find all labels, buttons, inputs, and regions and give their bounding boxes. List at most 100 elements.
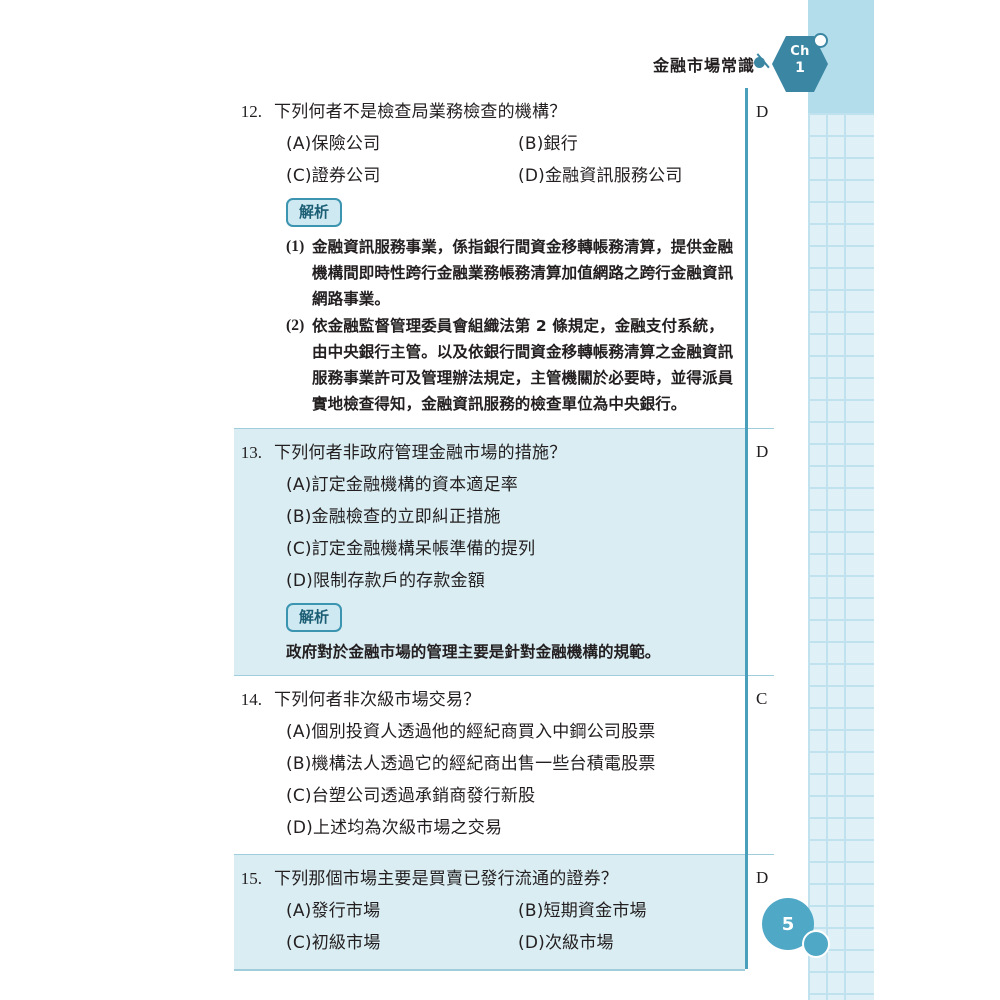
option-item[interactable]: (C)台塑公司透過承銷商發行新股	[286, 786, 536, 806]
decorative-grid-cell	[828, 863, 844, 883]
option-item[interactable]: (B)金融檢查的立即糾正措施	[286, 507, 501, 527]
question-stem-row: 15.下列那個市場主要是買賣已發行流通的證券？	[234, 863, 734, 895]
decorative-grid-cell	[810, 203, 826, 223]
option-item[interactable]: (D)上述均為次級市場之交易	[286, 818, 503, 838]
explanation-badge: 解析	[286, 198, 343, 227]
option-row: (C)訂定金融機構呆帳準備的提列	[286, 533, 734, 565]
decorative-grid-cell	[810, 863, 826, 883]
decorative-grid-cell	[810, 995, 826, 1000]
question-number: 12.	[240, 102, 262, 121]
option-list: (A)保險公司 (B)銀行 (C)證券公司 (D)金融資訊服務公司	[234, 128, 734, 192]
decorative-grid-row	[808, 509, 874, 531]
decorative-grid-pattern	[808, 113, 874, 1000]
decorative-grid-row	[808, 663, 874, 685]
explanation-text: 政府對於金融市場的管理主要是針對金融機構的規範。	[286, 643, 661, 661]
option-item[interactable]: (B)銀行	[518, 134, 578, 154]
decorative-grid-cell	[846, 335, 874, 355]
option-item[interactable]: (A)訂定金融機構的資本適足率	[286, 475, 518, 495]
decorative-grid-row	[808, 773, 874, 795]
decorative-grid-row	[808, 839, 874, 861]
decorative-grid-cell	[810, 775, 826, 795]
decorative-grid-row	[808, 861, 874, 883]
decorative-grid-row	[808, 531, 874, 553]
decorative-grid-cell	[846, 775, 874, 795]
decorative-grid-row	[808, 179, 874, 201]
decorative-grid-row	[808, 333, 874, 355]
question-body: 13. 下列何者非政府管理金融市場的措施？ (A)訂定金融機構的資本適足率 (B)金融…	[234, 429, 734, 675]
decorative-grid-cell	[810, 181, 826, 201]
decorative-grid-cell	[810, 555, 826, 575]
option-item[interactable]: (A)發行市場	[286, 901, 381, 921]
decorative-grid-row	[808, 707, 874, 729]
decorative-grid-cell	[828, 885, 844, 905]
decorative-grid-cell	[828, 995, 844, 1000]
content-bottom-rule	[234, 969, 745, 971]
question-block: 12.下列何者不是檢查局業務檢查的機構？(A)保險公司(B)銀行(C)證券公司(…	[234, 88, 774, 428]
decorative-grid-cell	[810, 731, 826, 751]
question-body: 14.下列何者非次級市場交易？(A)個別投資人透過他的經紀商買入中鋼公司股票(B…	[234, 676, 734, 854]
option-item[interactable]: (D)限制存款戶的存款金額	[286, 571, 485, 591]
option-item[interactable]: (D)金融資訊服務公司	[518, 166, 683, 186]
decorative-grid-cell	[810, 115, 826, 135]
decorative-grid-cell	[810, 379, 826, 399]
question-block: 15.下列那個市場主要是買賣已發行流通的證券？(A)發行市場(B)短期資金市場(…	[234, 854, 774, 969]
decorative-grid-cell	[828, 841, 844, 861]
decorative-grid-row	[808, 267, 874, 289]
decorative-grid-cell	[828, 181, 844, 201]
decorative-grid-cell	[828, 269, 844, 289]
decorative-grid-cell	[846, 313, 874, 333]
question-block-background	[234, 855, 745, 969]
decorative-grid-row	[808, 421, 874, 443]
decorative-grid-cell	[828, 907, 844, 927]
decorative-grid-cell	[846, 731, 874, 751]
decorative-grid-cell	[810, 467, 826, 487]
decorative-grid-cell	[846, 225, 874, 245]
option-row: (D)限制存款戶的存款金額	[286, 565, 734, 597]
decorative-grid-cell	[810, 137, 826, 157]
decorative-grid-cell	[810, 511, 826, 531]
decorative-grid-cell	[810, 621, 826, 641]
decorative-grid-cell	[828, 357, 844, 377]
option-item[interactable]: (C)訂定金融機構呆帳準備的提列	[286, 539, 536, 559]
decorative-grid-cell	[846, 819, 874, 839]
decorative-grid-row	[808, 993, 874, 1000]
page-number: 5	[762, 898, 882, 968]
explanation-item: (2)依金融監督管理委員會組織法第 2 條規定，金融支付系統，由中央銀行主管。以…	[286, 313, 734, 418]
decorative-grid-cell	[846, 511, 874, 531]
option-row: (A)訂定金融機構的資本適足率	[286, 469, 734, 501]
decorative-grid-cell	[846, 885, 874, 905]
running-head-title: 金融市場常識	[652, 56, 755, 75]
decorative-grid-cell	[810, 313, 826, 333]
decorative-grid-cell	[810, 973, 826, 993]
option-item[interactable]: (C)初級市場	[286, 933, 381, 953]
decorative-grid-row	[808, 751, 874, 773]
option-row: (C)台塑公司透過承銷商發行新股	[286, 780, 734, 812]
question-block: 14.下列何者非次級市場交易？(A)個別投資人透過他的經紀商買入中鋼公司股票(B…	[234, 675, 774, 854]
decorative-grid-row	[808, 289, 874, 311]
decorative-grid-cell	[810, 159, 826, 179]
option-item[interactable]: (D)次級市場	[518, 933, 614, 953]
decorative-grid-row	[808, 201, 874, 223]
answer-letter: C	[756, 689, 768, 708]
option-item[interactable]: (C)證券公司	[286, 166, 381, 186]
decorative-grid-cell	[828, 621, 844, 641]
decorative-grid-cell	[828, 643, 844, 663]
question-number: 13.	[240, 443, 262, 462]
question-body: 12.下列何者不是檢查局業務檢查的機構？(A)保險公司(B)銀行(C)證券公司(…	[234, 88, 734, 428]
decorative-grid-cell	[810, 841, 826, 861]
option-list: (A)發行市場 (B)短期資金市場 (C)初級市場 (D)次級市場	[234, 895, 734, 959]
question-stem-text: 下列何者非政府管理金融市場的措施？	[274, 443, 567, 463]
decorative-grid-cell	[828, 687, 844, 707]
decorative-grid-cell	[846, 665, 874, 685]
decorative-grid-cell	[828, 313, 844, 333]
option-item[interactable]: (A)保險公司	[286, 134, 381, 154]
decorative-grid-cell	[810, 907, 826, 927]
option-item[interactable]: (B)短期資金市場	[518, 901, 647, 921]
decorative-grid-cell	[846, 115, 874, 135]
decorative-grid-cell	[846, 445, 874, 465]
option-item[interactable]: (A)個別投資人透過他的經紀商買入中鋼公司股票	[286, 722, 656, 742]
decorative-grid-cell	[846, 599, 874, 619]
decorative-grid-cell	[846, 643, 874, 663]
decorative-grid-cell	[810, 445, 826, 465]
option-item[interactable]: (B)機構法人透過它的經紀商出售一些台積電股票	[286, 754, 656, 774]
